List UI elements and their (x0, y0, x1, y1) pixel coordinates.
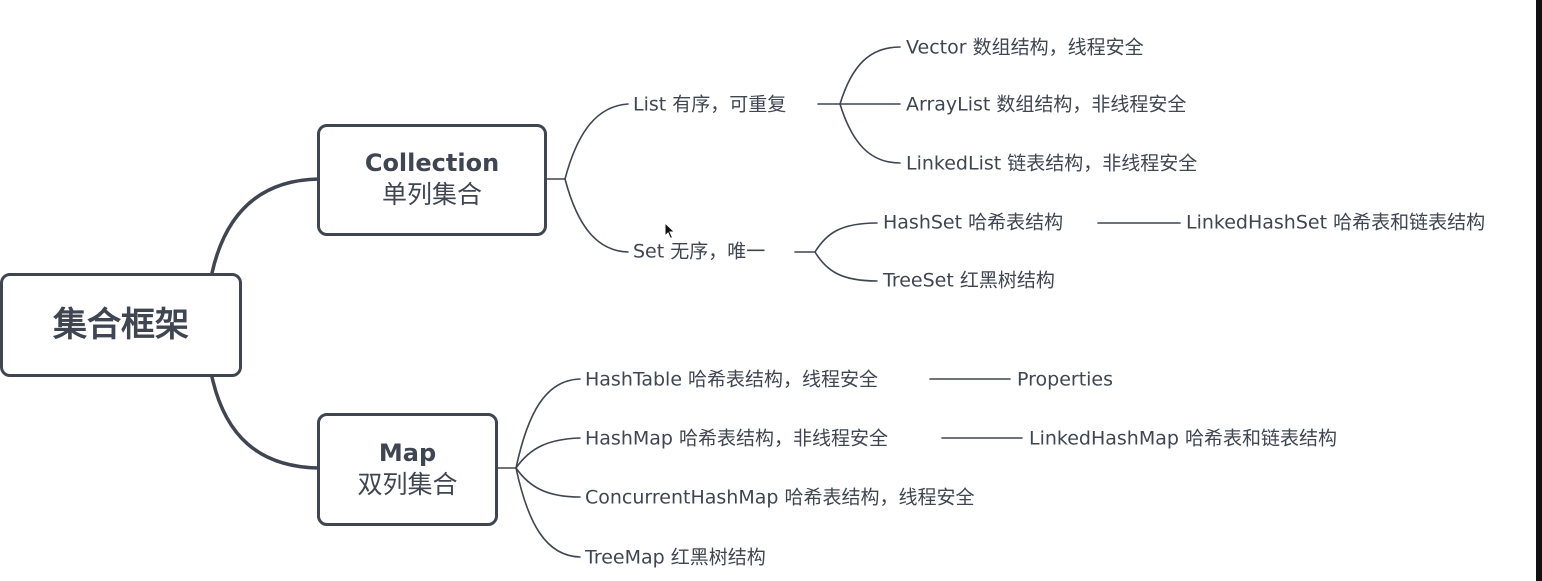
concurrenthashmap-node[interactable]: ConcurrentHashMap 哈希表结构，线程安全 (585, 486, 975, 509)
link-map-hashtable (515, 378, 581, 469)
root-node[interactable]: 集合框架 (0, 273, 242, 377)
window-edge (1536, 0, 1542, 581)
hashmap-node[interactable]: HashMap 哈希表结构，非线程安全 (585, 427, 889, 450)
linkedhashmap-node[interactable]: LinkedHashMap 哈希表和链表结构 (1029, 427, 1337, 450)
link-collection-list (546, 103, 629, 180)
link-map-concurrenthashmap (515, 467, 581, 498)
list-node[interactable]: List 有序，可重复 (633, 93, 787, 116)
vector-node[interactable]: Vector 数组结构，线程安全 (906, 36, 1144, 59)
properties-node[interactable]: Properties (1017, 368, 1114, 391)
map-node[interactable]: Map 双列集合 (317, 413, 498, 526)
map-title: Map (378, 438, 437, 467)
hashset-node[interactable]: HashSet 哈希表结构 (883, 211, 1064, 234)
treemap-node[interactable]: TreeMap 红黑树结构 (585, 546, 766, 569)
collection-title: Collection (364, 149, 500, 178)
collection-subtitle: 单列集合 (381, 180, 482, 210)
linkedhashset-node[interactable]: LinkedHashSet 哈希表和链表结构 (1186, 211, 1486, 234)
link-map-hashmap (515, 437, 581, 469)
treeset-node[interactable]: TreeSet 红黑树结构 (883, 269, 1055, 292)
mouse-cursor-icon (664, 222, 676, 240)
set-node[interactable]: Set 无序，唯一 (633, 240, 766, 263)
arraylist-node[interactable]: ArrayList 数组结构，非线程安全 (906, 93, 1187, 116)
hashtable-node[interactable]: HashTable 哈希表结构，线程安全 (585, 368, 879, 391)
link-list-vector (839, 46, 901, 105)
link-root-collection (210, 177, 321, 275)
link-collection-set (564, 178, 629, 253)
root-label: 集合框架 (53, 304, 189, 345)
linkedlist-node[interactable]: LinkedList 链表结构，非线程安全 (906, 152, 1198, 175)
map-subtitle: 双列集合 (357, 469, 458, 499)
link-set-hashset (814, 222, 878, 253)
collection-node[interactable]: Collection 单列集合 (317, 124, 547, 236)
link-map-treemap (515, 467, 581, 558)
link-list-linkedlist (839, 103, 901, 164)
link-set-treeset (814, 251, 878, 282)
link-root-map (210, 375, 321, 470)
